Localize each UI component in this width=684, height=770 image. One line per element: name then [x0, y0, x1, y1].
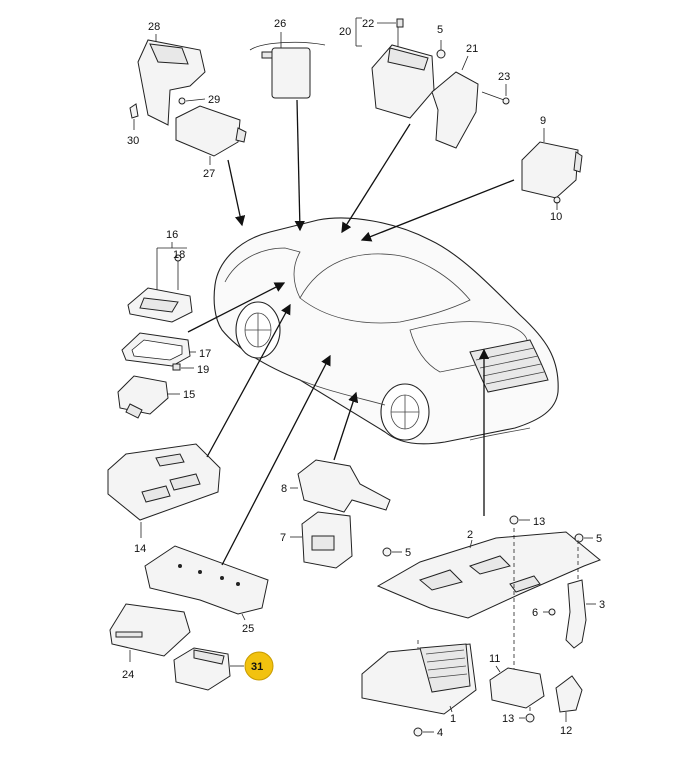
callout-13-top: 13 — [533, 516, 545, 528]
part-29-screw[interactable]: 29 — [178, 94, 220, 106]
part-7-control-unit[interactable]: 7 — [280, 511, 353, 569]
callout-22: 22 — [362, 18, 374, 30]
part-30-clip[interactable]: 30 — [127, 103, 139, 147]
callout-31-highlight[interactable] — [244, 651, 274, 681]
front-wheel — [235, 301, 281, 359]
callout-29: 29 — [208, 94, 220, 106]
callout-2: 2 — [467, 529, 473, 541]
callout-15: 15 — [183, 389, 195, 401]
part-31-module[interactable]: 31 — [173, 647, 274, 691]
part-10-screw[interactable]: 10 — [550, 196, 562, 223]
part-27-control-unit[interactable]: 27 — [175, 105, 247, 180]
part-1-amplifier[interactable]: 1 — [361, 643, 477, 725]
part-20-control-unit[interactable] — [371, 27, 435, 119]
callout-30: 30 — [127, 135, 139, 147]
part-24-module[interactable]: 24 — [109, 603, 191, 681]
callout-3: 3 — [599, 599, 605, 611]
part-20-bracket-leader: 20 — [339, 17, 362, 47]
part-5-nut-top[interactable]: 5 — [436, 24, 446, 59]
callout-5-left: 5 — [405, 547, 411, 559]
callout-8: 8 — [281, 483, 287, 495]
callout-20: 20 — [339, 26, 351, 38]
callout-23: 23 — [498, 71, 510, 83]
part-18-screw[interactable]: 18 — [173, 249, 185, 290]
callout-9: 9 — [540, 115, 546, 127]
part-15-sensor[interactable]: 15 — [117, 375, 195, 419]
part-22-clip[interactable]: 22 — [362, 18, 404, 30]
part-26-module[interactable]: 26 — [249, 18, 326, 99]
part-11-module[interactable]: 11 — [489, 653, 545, 709]
location-arrows — [187, 99, 515, 566]
rear-wheel — [380, 383, 430, 441]
callout-27: 27 — [203, 168, 215, 180]
part-9-module[interactable]: 9 — [521, 115, 583, 199]
callout-4: 4 — [437, 727, 443, 739]
part-3-bracket[interactable]: 3 — [565, 579, 605, 649]
part-5-nut-right[interactable]: 5 — [574, 533, 602, 545]
part-8-bracket[interactable]: 8 — [281, 459, 391, 513]
callout-11: 11 — [489, 653, 500, 665]
callout-31: 31 — [251, 661, 263, 673]
callout-12: 12 — [560, 725, 572, 737]
part-13-nut-bottom[interactable]: 13 — [502, 713, 535, 725]
callout-5-right: 5 — [596, 533, 602, 545]
callout-18: 18 — [173, 249, 185, 261]
part-16-leader: 16 — [156, 229, 187, 292]
part-21-bracket[interactable]: 21 — [431, 43, 479, 149]
callout-25: 25 — [242, 623, 254, 635]
part-5-nut-left[interactable]: 5 — [382, 547, 411, 559]
part-12-bracket[interactable]: 12 — [555, 675, 583, 737]
part-28-bracket[interactable]: 28 — [137, 21, 206, 126]
callout-28: 28 — [148, 21, 160, 33]
callout-19: 19 — [197, 364, 209, 376]
callout-24: 24 — [122, 669, 134, 681]
callout-26: 26 — [274, 18, 286, 30]
part-2-carrier-plate[interactable]: 2 — [376, 529, 601, 619]
part-13-nut-top[interactable]: 13 — [509, 515, 545, 528]
part-4-screw[interactable]: 4 — [413, 727, 443, 739]
callout-6: 6 — [532, 607, 538, 619]
callout-5-top: 5 — [437, 24, 443, 36]
part-19-clip[interactable]: 19 — [172, 363, 209, 376]
callout-13-bottom: 13 — [502, 713, 514, 725]
part-16-housing[interactable] — [127, 287, 193, 323]
part-25-tray[interactable]: 25 — [144, 545, 269, 635]
car-body-illustration — [213, 217, 559, 445]
callout-10: 10 — [550, 211, 562, 223]
rear-engine-grille — [469, 339, 549, 393]
callout-7: 7 — [280, 532, 286, 544]
callout-21: 21 — [466, 43, 478, 55]
part-6-screw[interactable]: 6 — [532, 607, 556, 619]
callout-1: 1 — [450, 713, 456, 725]
callout-16: 16 — [166, 229, 178, 241]
callout-14: 14 — [134, 543, 146, 555]
part-23-screw[interactable]: 23 — [481, 71, 510, 105]
part-14-module[interactable]: 14 — [107, 443, 221, 555]
part-17-seal[interactable]: 17 — [121, 332, 211, 367]
callout-17: 17 — [199, 348, 211, 360]
